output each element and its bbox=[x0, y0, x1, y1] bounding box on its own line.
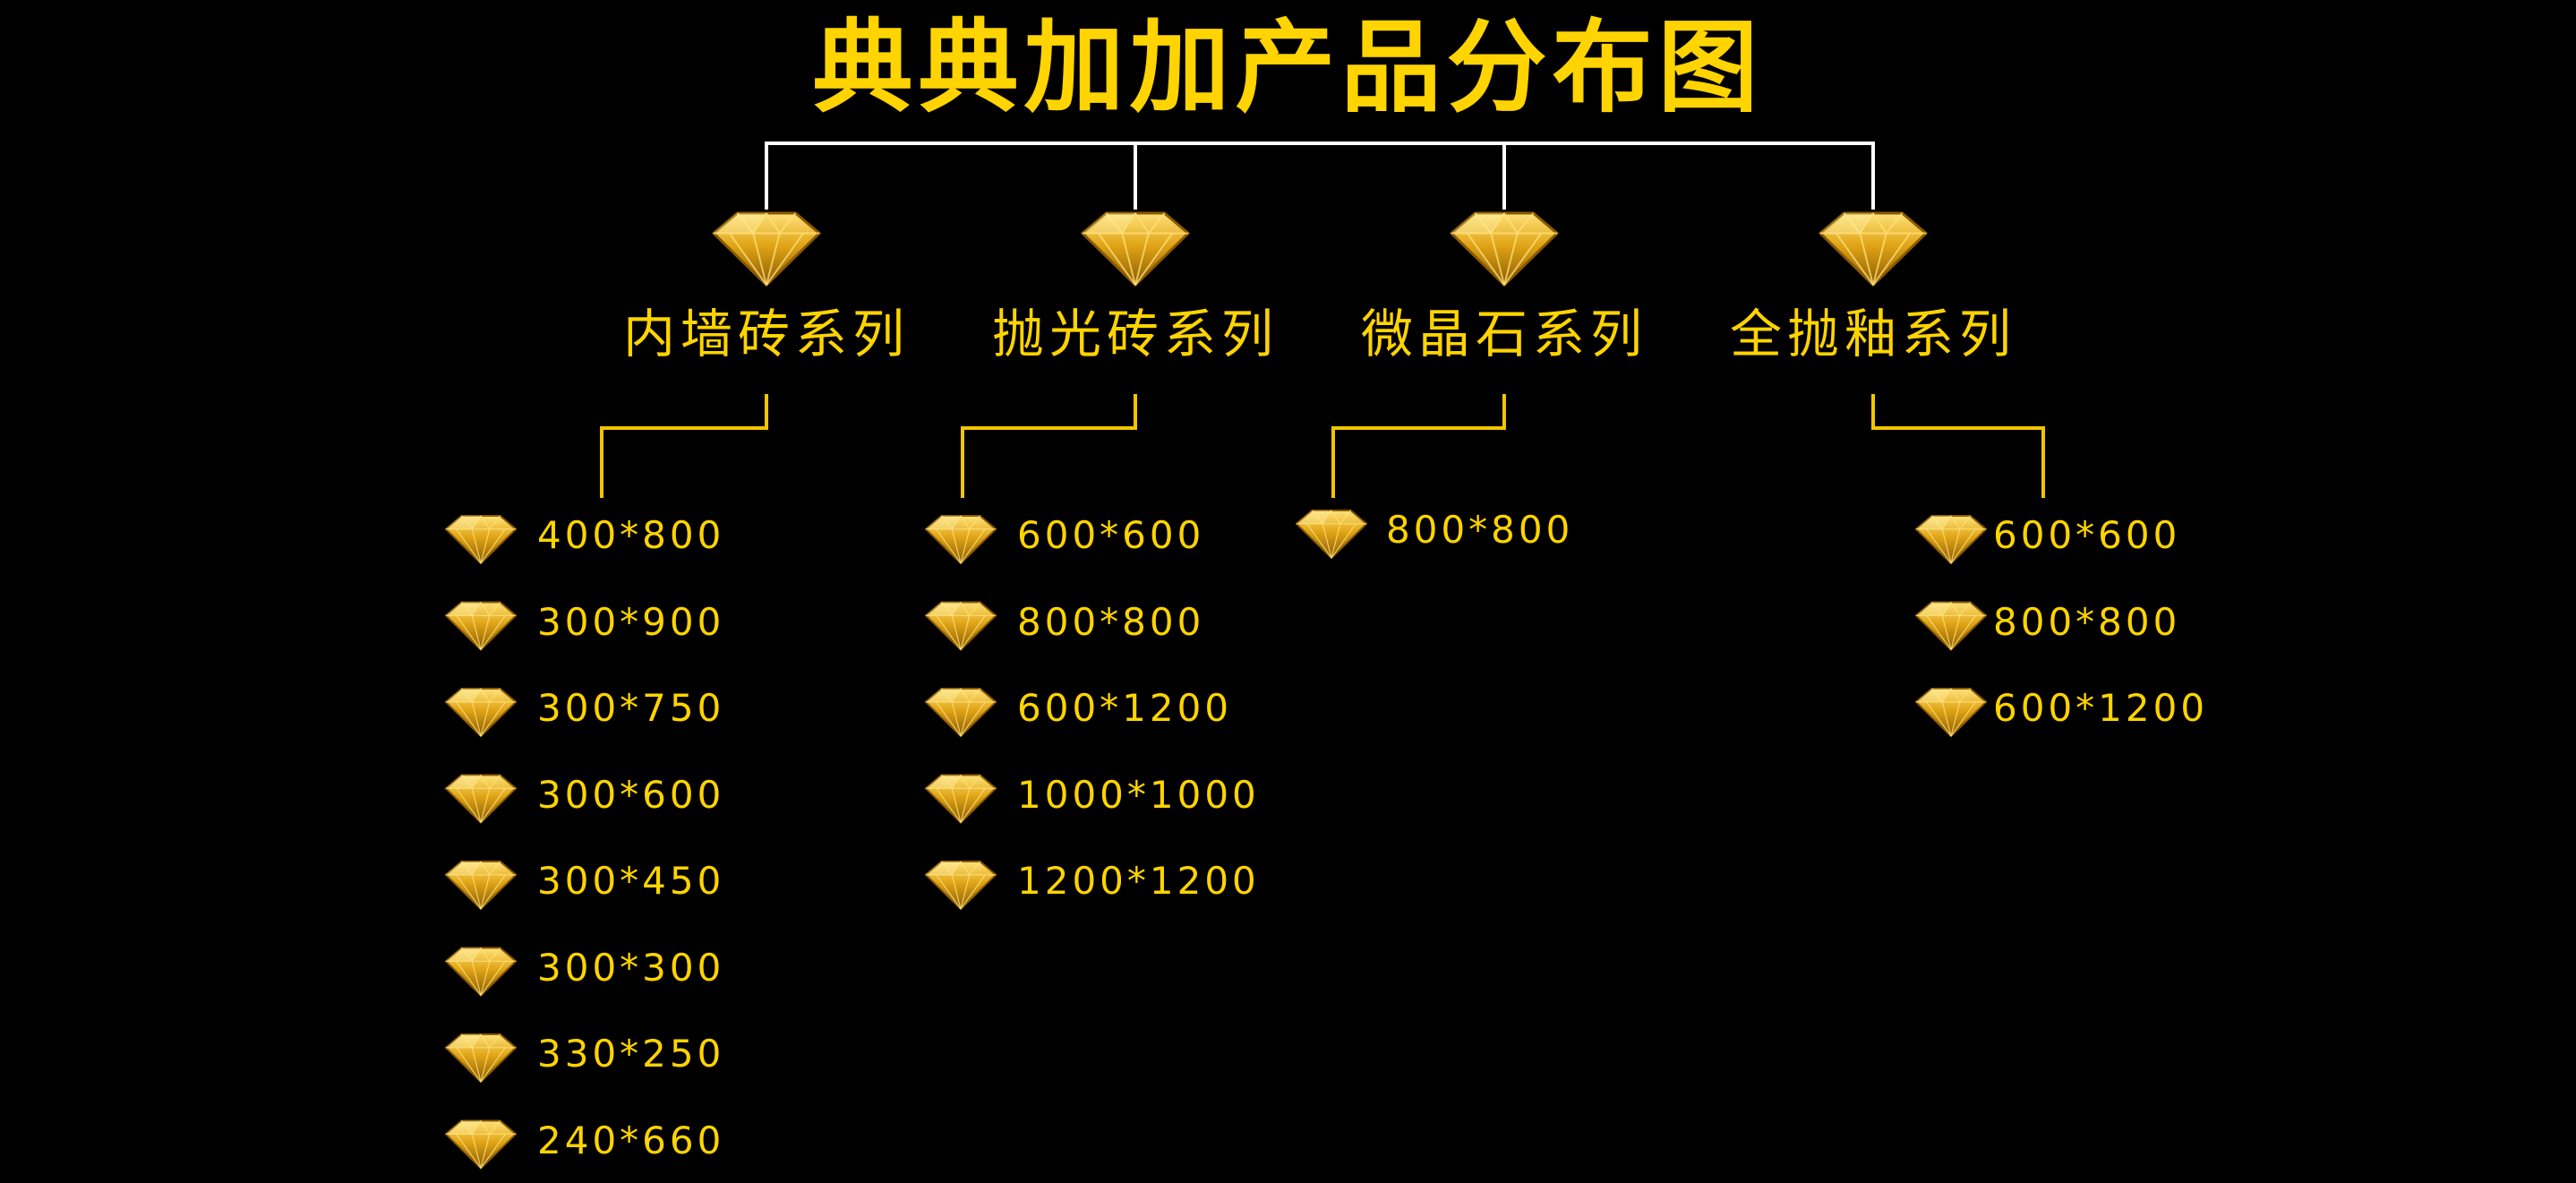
category-label: 全抛釉系列 bbox=[1729, 304, 2016, 364]
size-diamond-icon bbox=[1914, 688, 1988, 738]
size-label: 600*1200 bbox=[1993, 686, 2209, 730]
size-label: 300*300 bbox=[537, 945, 725, 990]
category-bracket-line bbox=[1871, 394, 2045, 498]
size-label: 300*600 bbox=[537, 772, 725, 817]
category-diamond-icon bbox=[1818, 211, 1929, 287]
category-diamond-icon bbox=[1080, 211, 1191, 287]
size-diamond-icon bbox=[1295, 510, 1368, 560]
size-label: 600*1200 bbox=[1017, 686, 1233, 730]
size-label: 300*450 bbox=[537, 859, 725, 903]
category-bracket-line bbox=[961, 394, 1137, 498]
size-label: 300*750 bbox=[537, 686, 725, 730]
size-diamond-icon bbox=[444, 947, 518, 997]
size-diamond-icon bbox=[1914, 601, 1988, 651]
size-label: 300*900 bbox=[537, 599, 725, 644]
size-diamond-icon bbox=[444, 515, 518, 565]
size-diamond-icon bbox=[444, 1119, 518, 1170]
size-label: 330*250 bbox=[537, 1032, 725, 1076]
size-diamond-icon bbox=[924, 861, 997, 911]
category-diamond-icon bbox=[1449, 211, 1560, 287]
size-diamond-icon bbox=[1914, 515, 1988, 565]
size-diamond-icon bbox=[924, 688, 997, 738]
size-label: 1200*1200 bbox=[1017, 859, 1260, 903]
category-bracket-line bbox=[1331, 394, 1506, 498]
size-diamond-icon bbox=[444, 861, 518, 911]
size-label: 600*600 bbox=[1017, 513, 1205, 557]
size-label: 240*660 bbox=[537, 1118, 725, 1162]
size-diamond-icon bbox=[444, 601, 518, 651]
category-label: 微晶石系列 bbox=[1360, 304, 1647, 364]
size-label: 1000*1000 bbox=[1017, 772, 1260, 817]
size-diamond-icon bbox=[444, 774, 518, 824]
size-diamond-icon bbox=[444, 1033, 518, 1084]
size-label: 600*600 bbox=[1993, 513, 2181, 557]
category-label: 抛光砖系列 bbox=[991, 304, 1279, 364]
size-label: 800*800 bbox=[1386, 508, 1574, 552]
size-diamond-icon bbox=[924, 601, 997, 651]
size-diamond-icon bbox=[924, 774, 997, 824]
size-label: 800*800 bbox=[1993, 599, 2181, 644]
size-label: 800*800 bbox=[1017, 599, 1205, 644]
category-label: 内墙砖系列 bbox=[622, 304, 910, 364]
size-label: 400*800 bbox=[537, 513, 725, 557]
category-bracket-line bbox=[600, 394, 768, 498]
size-diamond-icon bbox=[924, 515, 997, 565]
category-diamond-icon bbox=[711, 211, 822, 287]
size-diamond-icon bbox=[444, 688, 518, 738]
page-title: 典典加加产品分布图 bbox=[812, 10, 1764, 126]
